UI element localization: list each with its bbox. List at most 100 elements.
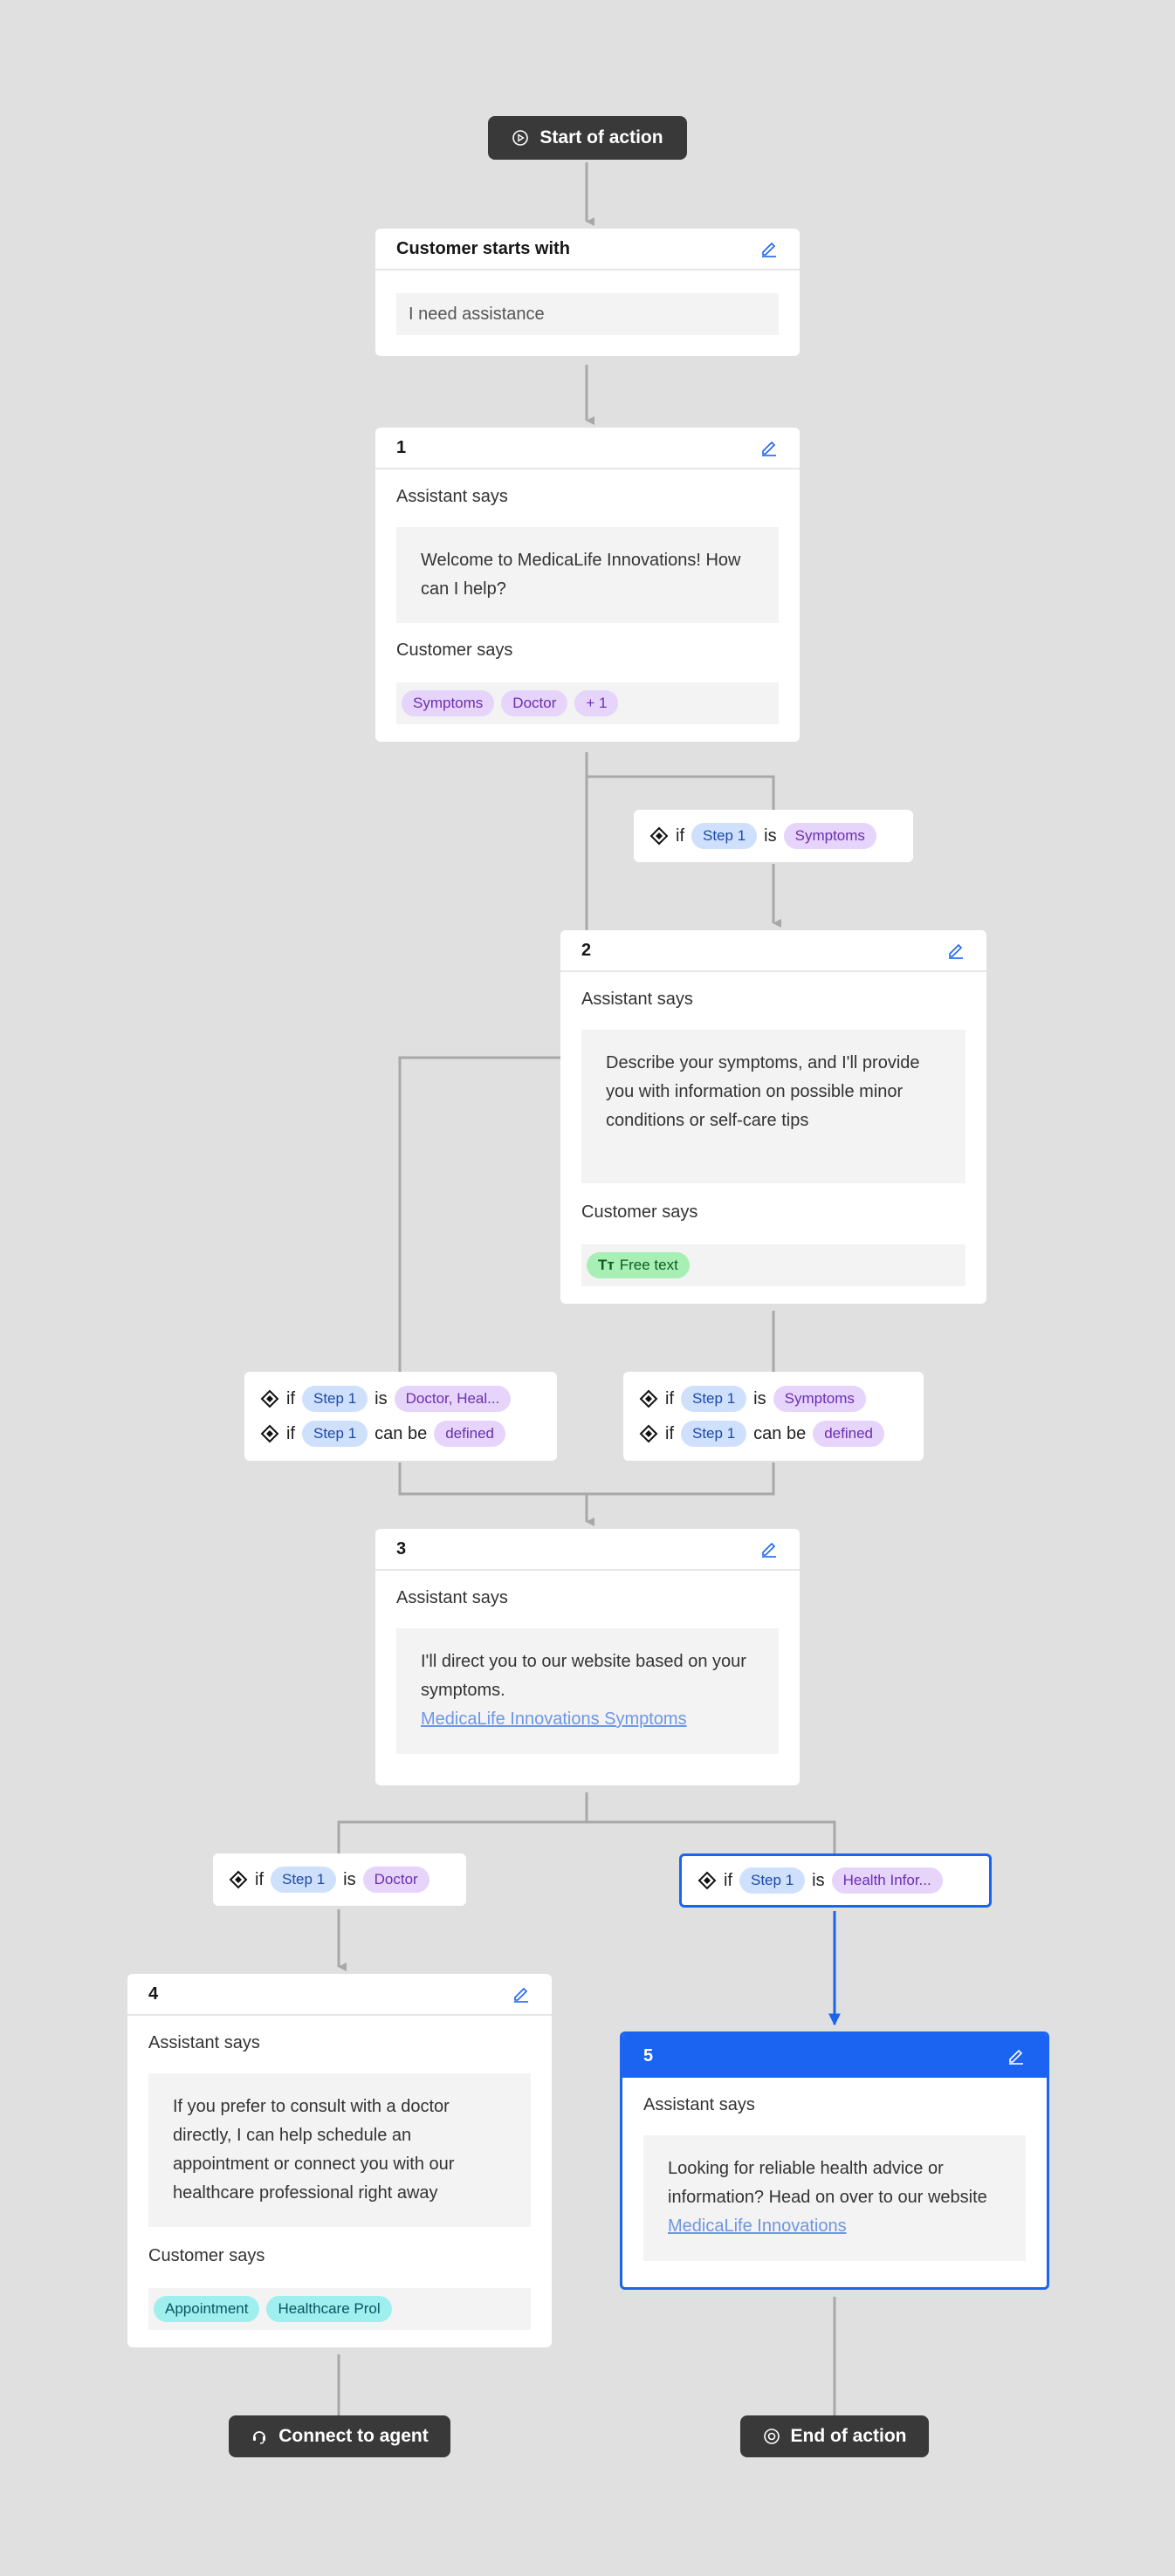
condition-step-chip: Step 1 (739, 1867, 806, 1894)
condition-step-chip: Step 1 (302, 1421, 368, 1447)
trigger-card[interactable]: Customer starts with I need assistance (375, 229, 800, 356)
condition-row: if Step 1 can be defined (639, 1421, 908, 1447)
condition-step1-doctor[interactable]: if Step 1 is Doctor (213, 1853, 466, 1906)
pencil-icon[interactable] (759, 239, 779, 258)
intent-chip[interactable]: Healthcare Prol (266, 2296, 392, 2322)
condition-diamond-icon (649, 826, 669, 846)
trigger-card-header: Customer starts with (375, 229, 800, 271)
condition-operator: is (374, 1388, 388, 1408)
customer-says-label: Customer says (581, 1202, 698, 1222)
condition-value-chip: Health Infor... (831, 1867, 943, 1894)
condition-value-chip: defined (434, 1421, 505, 1447)
symptoms-website-link[interactable]: MedicaLife Innovations Symptoms (421, 1709, 687, 1729)
condition-value-chip: Doctor (362, 1867, 429, 1893)
condition-diamond-icon (697, 1871, 717, 1890)
condition-value-chip: Symptoms (783, 823, 876, 849)
pencil-icon[interactable] (1007, 2046, 1026, 2066)
intent-more-chip[interactable]: + 1 (574, 690, 619, 716)
condition-if: if (255, 1869, 264, 1889)
assistant-message-text: Looking for reliable health advice or in… (668, 2159, 987, 2207)
connect-to-agent-label: Connect to agent (278, 2426, 429, 2446)
condition-step-chip: Step 1 (681, 1421, 747, 1447)
text-format-icon: Tт (598, 1257, 615, 1273)
step-1-header: 1 (375, 428, 800, 469)
assistant-says-label: Assistant says (396, 487, 508, 506)
start-of-action-node[interactable]: Start of action (488, 116, 687, 160)
step-4-title: 4 (148, 1983, 159, 2004)
step-2-card[interactable]: 2 Assistant says Describe your symptoms,… (560, 930, 986, 1304)
condition-diamond-icon (639, 1424, 658, 1443)
connector-step1-cond-a (585, 752, 775, 810)
assistant-message: Welcome to MedicaLife Innovations! How c… (396, 527, 779, 623)
condition-if: if (665, 1388, 674, 1408)
pencil-icon[interactable] (759, 438, 779, 457)
trigger-phrase: I need assistance (396, 293, 779, 335)
agent-headset-icon (251, 2428, 268, 2445)
customer-says-label: Customer says (148, 2246, 265, 2265)
condition-value-chip: Doctor, Heal... (394, 1386, 512, 1412)
step-4-card[interactable]: 4 Assistant says If you prefer to consul… (127, 1974, 552, 2347)
condition-value-chip: defined (813, 1421, 884, 1447)
condition-row: if Step 1 can be defined (260, 1421, 541, 1447)
pencil-icon[interactable] (759, 1539, 779, 1559)
trigger-phrase-text: I need assistance (409, 305, 545, 324)
condition-step-chip: Step 1 (271, 1867, 337, 1893)
condition-diamond-icon (260, 1424, 279, 1443)
condition-if: if (665, 1423, 674, 1443)
trigger-card-title: Customer starts with (396, 238, 570, 258)
end-of-action-node[interactable]: End of action (740, 2415, 929, 2457)
step-3-header: 3 (375, 1529, 800, 1571)
assistant-message: If you prefer to consult with a doctor d… (148, 2073, 531, 2227)
condition-if: if (286, 1423, 295, 1443)
condition-operator: can be (753, 1423, 807, 1443)
intent-chip[interactable]: Appointment (154, 2296, 260, 2322)
step-1-card[interactable]: 1 Assistant says Welcome to MedicaLife I… (375, 428, 800, 742)
intent-chip[interactable]: Symptoms (402, 690, 495, 716)
condition-operator: can be (374, 1423, 428, 1443)
step-2-header: 2 (560, 930, 986, 972)
condition-step1-symptoms[interactable]: if Step 1 is Symptoms (634, 810, 913, 862)
intent-chip[interactable]: Doctor (501, 690, 568, 716)
step-5-header: 5 (622, 2034, 1047, 2078)
assistant-says-label: Assistant says (581, 990, 693, 1009)
step-5-card[interactable]: 5 Assistant says Looking for reliable he… (620, 2031, 1049, 2290)
assistant-message: Describe your symptoms, and I'll provide… (581, 1030, 965, 1183)
step-3-card[interactable]: 3 Assistant says I'll direct you to our … (375, 1529, 800, 1785)
assistant-says-label: Assistant says (643, 2095, 755, 2114)
condition-diamond-icon (260, 1389, 279, 1408)
customer-intent-chips: Symptoms Doctor + 1 (396, 682, 779, 724)
condition-operator: is (812, 1870, 825, 1890)
assistant-message-text: I'll direct you to our website based on … (421, 1652, 746, 1700)
condition-operator: is (753, 1388, 766, 1408)
assistant-message: I'll direct you to our website based on … (396, 1628, 779, 1754)
customer-intent-chips: Appointment Healthcare Prol (148, 2288, 531, 2330)
play-circle-icon (512, 129, 529, 147)
condition-diamond-icon (229, 1870, 248, 1889)
pencil-icon[interactable] (946, 941, 965, 960)
condition-row: if Step 1 is Symptoms (639, 1386, 908, 1412)
connector-step2-cond-b (398, 1056, 560, 1372)
condition-step-chip: Step 1 (691, 823, 758, 849)
stop-circle-icon (763, 2428, 780, 2445)
connect-to-agent-node[interactable]: Connect to agent (229, 2415, 450, 2457)
condition-diamond-icon (639, 1389, 658, 1408)
connector-cond-b-merge (398, 1463, 775, 1496)
website-link[interactable]: MedicaLife Innovations (668, 2216, 847, 2236)
condition-step1-symptoms-defined[interactable]: if Step 1 is Symptoms if Step 1 can be d… (623, 1372, 924, 1461)
pencil-icon[interactable] (512, 1984, 531, 2004)
condition-operator: is (343, 1869, 356, 1889)
condition-step-chip: Step 1 (302, 1386, 368, 1412)
start-of-action-label: Start of action (539, 127, 663, 147)
condition-step-chip: Step 1 (681, 1386, 747, 1412)
condition-row: if Step 1 is Symptoms (649, 823, 897, 849)
free-text-label: Free text (619, 1257, 678, 1273)
condition-if: if (286, 1388, 295, 1408)
condition-step1-health-info[interactable]: if Step 1 is Health Infor... (679, 1853, 992, 1908)
condition-value-chip: Symptoms (773, 1386, 866, 1412)
condition-step1-doctor-health[interactable]: if Step 1 is Doctor, Heal... if Step 1 c… (244, 1372, 557, 1461)
condition-row: if Step 1 is Health Infor... (697, 1867, 973, 1894)
step-1-title: 1 (396, 437, 407, 457)
assistant-says-label: Assistant says (396, 1588, 508, 1607)
